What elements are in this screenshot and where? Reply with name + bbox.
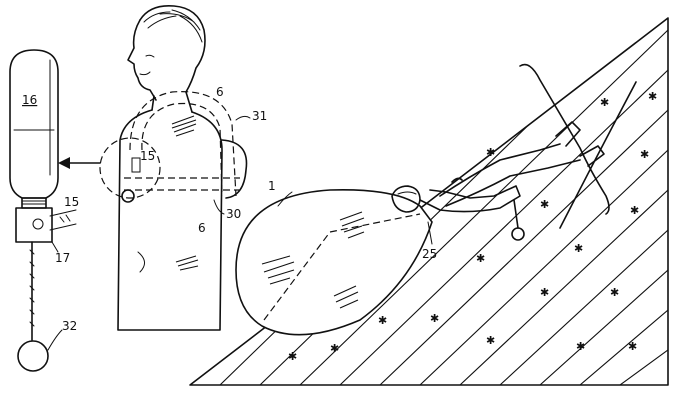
coupling-block: 15 17 xyxy=(15,195,79,265)
svg-text:✱: ✱ xyxy=(600,96,609,109)
canister-label: 16 xyxy=(22,93,37,107)
svg-text:✱: ✱ xyxy=(610,286,619,299)
shading-marks xyxy=(137,115,199,273)
svg-text:✱: ✱ xyxy=(540,198,549,211)
harness-strap: 6 6 xyxy=(124,85,240,235)
svg-text:✱: ✱ xyxy=(430,312,439,325)
svg-text:✱: ✱ xyxy=(574,242,583,255)
svg-text:✱: ✱ xyxy=(486,334,495,347)
strap-label: 6 xyxy=(216,85,224,99)
tether-label: 25 xyxy=(422,247,437,261)
detail-circle: 15 xyxy=(99,137,161,203)
gas-canister: 16 xyxy=(9,49,59,199)
tether: 25 xyxy=(422,221,437,261)
canister-neck xyxy=(21,197,47,209)
coupling-label: 17 xyxy=(55,251,70,265)
svg-text:✱: ✱ xyxy=(476,252,485,265)
svg-text:✱: ✱ xyxy=(640,148,649,161)
ring-label: 32 xyxy=(62,319,77,333)
valve-body-label: 15 xyxy=(64,195,79,209)
balloon-label: 1 xyxy=(268,179,276,193)
person-head xyxy=(127,4,206,113)
svg-text:✱: ✱ xyxy=(288,350,297,363)
svg-text:✱: ✱ xyxy=(330,342,339,355)
detail-arrow xyxy=(58,157,101,169)
belt-line: 30 xyxy=(213,199,241,221)
belt-label: 30 xyxy=(226,207,241,221)
svg-text:✱: ✱ xyxy=(628,340,637,353)
chest-pad-label: 31 xyxy=(252,109,267,123)
svg-text:✱: ✱ xyxy=(630,204,639,217)
chest-pad: 31 xyxy=(221,109,267,199)
strap-lower-label: 6 xyxy=(198,221,206,235)
trigger-ring[interactable]: 32 xyxy=(17,319,77,372)
svg-text:✱: ✱ xyxy=(540,286,549,299)
inflated-balloon: 1 xyxy=(235,179,433,336)
valve-label: 15 xyxy=(140,149,155,163)
person-torso xyxy=(117,109,223,331)
skier xyxy=(391,63,637,241)
svg-text:✱: ✱ xyxy=(576,340,585,353)
svg-text:✱: ✱ xyxy=(378,314,387,327)
svg-text:✱: ✱ xyxy=(648,90,657,103)
pull-cord xyxy=(29,241,35,341)
snow-slope: ✱ ✱ ✱ ✱ ✱ ✱ ✱ ✱ ✱ ✱ ✱ ✱ ✱ ✱ ✱ ✱ ✱ xyxy=(189,17,669,386)
svg-text:✱: ✱ xyxy=(486,146,495,159)
